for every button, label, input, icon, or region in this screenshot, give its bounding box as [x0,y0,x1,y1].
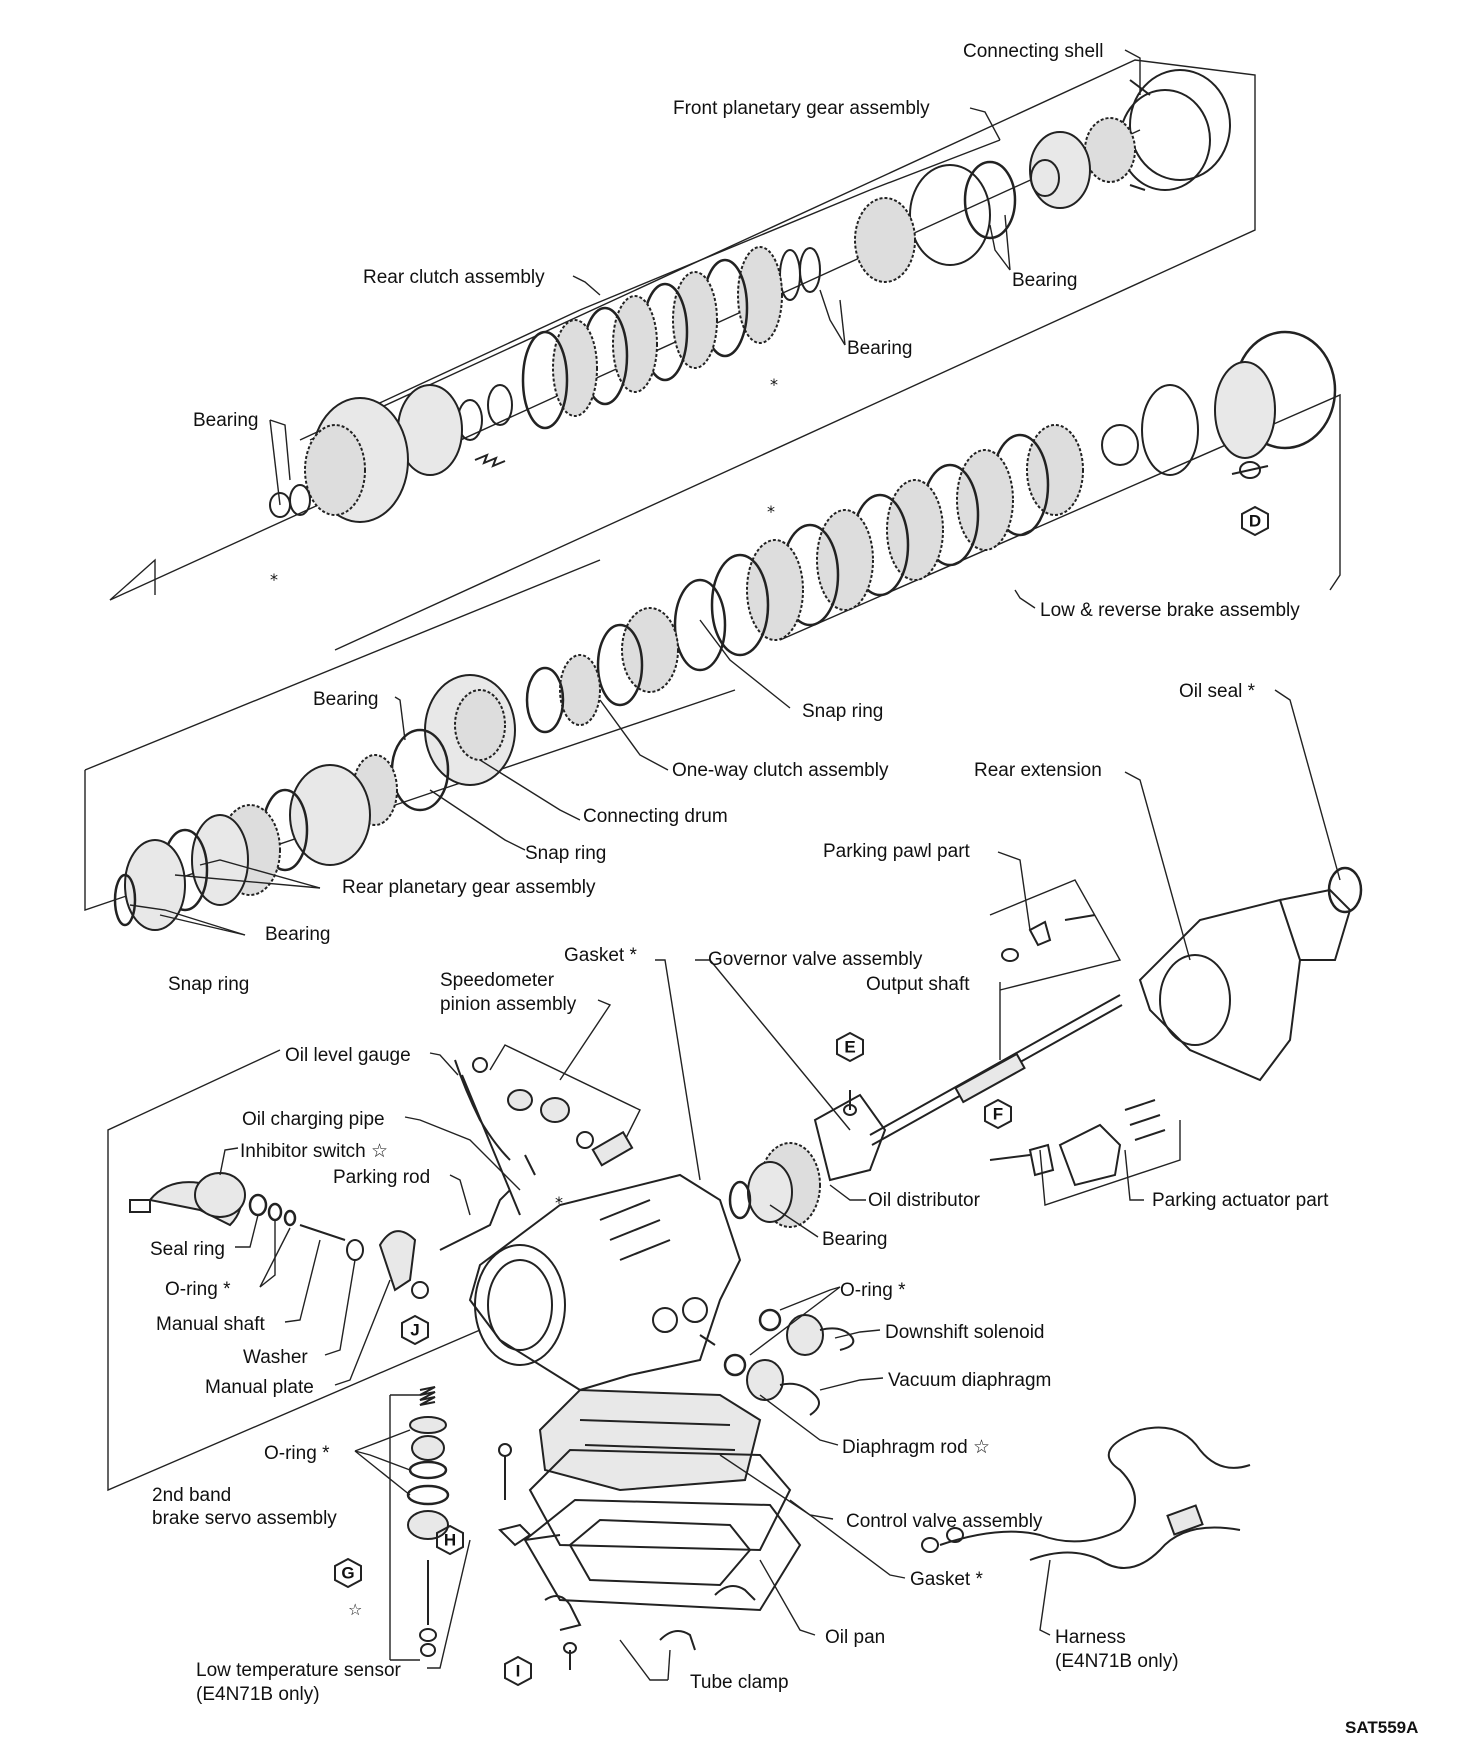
label-o-ring-left: O-ring * [165,1279,231,1300]
label-bearing-front-2: Bearing [847,338,913,359]
label-second-band-2: brake servo assembly [152,1508,337,1529]
label-second-band-1: 2nd band [152,1485,231,1506]
rear-extension-part [989,866,1363,1082]
label-connecting-drum: Connecting drum [583,806,728,827]
tag-h: H [436,1524,464,1556]
star-markers: * * * * ☆ [270,375,778,1619]
speedometer-gauge-parts [454,1044,641,1216]
part-labels: Connecting shell Front planetary gear as… [150,41,1418,1737]
svg-text:G: G [341,1564,354,1583]
connecting-shell-part [1119,69,1231,191]
front-planetary-carrier-part [854,117,1136,283]
label-o-ring-servo: O-ring * [264,1443,330,1464]
leader-lines [129,49,1341,1681]
label-diaphragm-rod: Diaphragm rod ☆ [842,1437,990,1458]
label-low-temp-sensor-1: Low temperature sensor [196,1660,402,1681]
label-manual-shaft: Manual shaft [156,1314,266,1335]
low-reverse-brake-plates [710,330,1341,657]
hex-tags: D E F G H I J [334,505,1269,1687]
svg-text:F: F [993,1105,1003,1124]
svg-text:E: E [844,1038,855,1057]
label-rear-clutch-assembly: Rear clutch assembly [363,267,545,288]
solenoid-diaphragm-parts [699,1308,855,1416]
label-harness-1: Harness [1055,1627,1126,1648]
label-parking-rod: Parking rod [333,1167,430,1188]
label-front-planetary-gear-assembly: Front planetary gear assembly [673,98,930,119]
label-speedometer-1: Speedometer [440,970,555,991]
output-shaft-part [728,994,1123,1228]
label-control-valve-assembly: Control valve assembly [846,1511,1043,1532]
svg-text:I: I [516,1662,521,1681]
label-output-shaft: Output shaft [866,974,970,995]
svg-text:J: J [410,1321,419,1340]
label-oil-level-gauge: Oil level gauge [285,1045,411,1066]
label-parking-pawl-part: Parking pawl part [823,841,971,862]
label-one-way-clutch-assembly: One-way clutch assembly [672,760,889,781]
label-oil-distributor: Oil distributor [868,1190,981,1211]
tag-f: F [984,1098,1012,1130]
label-bearing-lower: Bearing [265,924,331,945]
star-mark: * [555,1193,563,1212]
bolts-clamps [498,1090,857,1670]
label-oil-charging-pipe: Oil charging pipe [242,1109,385,1130]
rear-clutch-plates [269,246,821,523]
label-snap-ring-lower: Snap ring [525,843,606,864]
label-rear-planetary-gear-assembly: Rear planetary gear assembly [342,877,596,898]
label-low-reverse-brake-assembly: Low & reverse brake assembly [1040,600,1300,621]
svg-text:H: H [444,1531,456,1550]
label-o-ring-right: O-ring * [840,1280,906,1301]
label-rear-extension: Rear extension [974,760,1102,781]
label-manual-plate: Manual plate [205,1377,314,1398]
parking-actuator-part [989,1099,1181,1206]
label-parking-actuator-part: Parking actuator part [1152,1190,1329,1211]
star-mark: * [270,570,278,589]
label-bearing-front-1: Bearing [1012,270,1078,291]
label-speedometer-2: pinion assembly [440,994,577,1015]
label-low-temp-sensor-2: (E4N71B only) [196,1684,320,1705]
star-mark: * [767,502,775,521]
tag-e: E [836,1031,864,1063]
label-bearing-left: Bearing [193,410,259,431]
label-washer: Washer [243,1347,308,1368]
label-connecting-shell: Connecting shell [963,41,1103,62]
label-oil-seal: Oil seal * [1179,681,1256,702]
label-gasket-top: Gasket * [564,945,637,966]
label-seal-ring: Seal ring [150,1239,225,1260]
open-star-mark: ☆ [348,1600,362,1619]
tag-d: D [1241,505,1269,537]
svg-text:D: D [1249,512,1261,531]
label-downshift-solenoid: Downshift solenoid [885,1322,1044,1343]
label-harness-2: (E4N71B only) [1055,1651,1179,1672]
label-vacuum-diaphragm: Vacuum diaphragm [888,1370,1051,1391]
transmission-case-part [468,1173,742,1392]
harness-part [921,1426,1251,1569]
label-inhibitor-switch: Inhibitor switch ☆ [240,1141,388,1162]
label-governor-valve-assembly: Governor valve assembly [708,949,923,970]
tag-g: G [334,1557,362,1589]
label-oil-pan: Oil pan [825,1627,885,1648]
lower-assembly-frame [107,1049,481,1492]
label-gasket-bottom: Gasket * [910,1569,983,1590]
label-bearing-oil-dist: Bearing [822,1229,888,1250]
tag-i: I [504,1655,532,1687]
tag-j: J [401,1314,429,1346]
label-snap-ring-mid: Snap ring [802,701,883,722]
valve-and-pan-parts [523,1388,802,1612]
label-bearing-mid: Bearing [313,689,379,710]
figure-code: SAT559A [1345,1718,1418,1737]
label-snap-ring-bottom: Snap ring [168,974,249,995]
label-tube-clamp: Tube clamp [690,1672,789,1693]
star-mark: * [770,375,778,394]
servo-parts [389,1386,450,1661]
